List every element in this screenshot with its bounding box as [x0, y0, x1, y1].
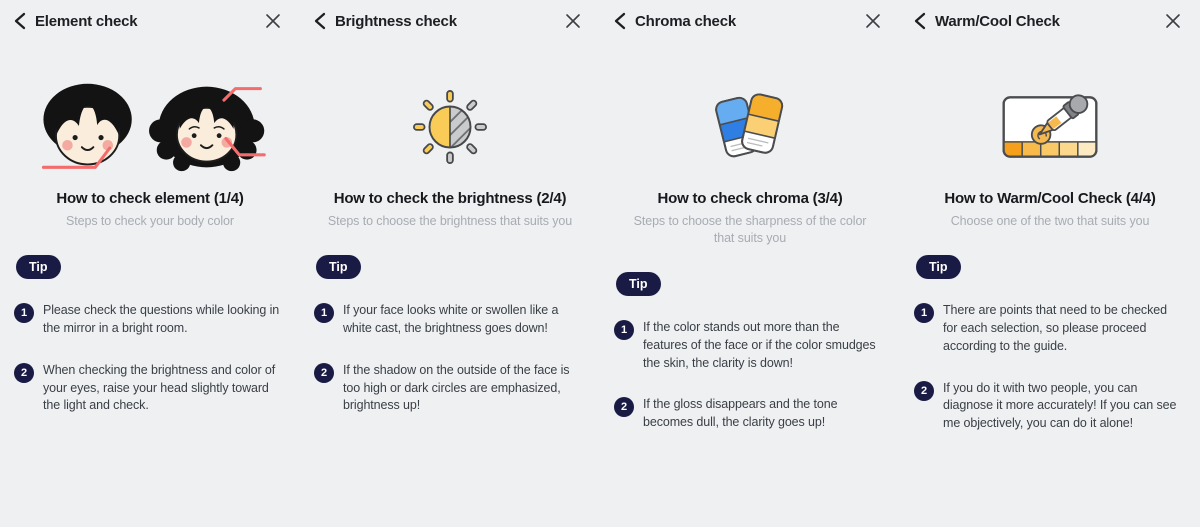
back-button[interactable]: [10, 11, 30, 31]
tip-number-badge: 2: [14, 362, 34, 383]
chevron-left-icon: [314, 12, 326, 30]
tip-item: 1 Please check the questions while looki…: [14, 302, 284, 338]
chevron-left-icon: [914, 12, 926, 30]
page-title: Element check: [35, 12, 138, 30]
header-element-check: Element check: [0, 0, 300, 34]
tip-badge: Tip: [16, 254, 61, 279]
section-title: How to check element (1/4): [56, 190, 244, 207]
panel-brightness-check: Brightness check: [300, 0, 600, 527]
tip-item: 1 If your face looks white or swollen li…: [314, 302, 584, 338]
page-title: Brightness check: [335, 12, 457, 30]
tips-list: 1 If the color stands out more than the …: [600, 319, 900, 432]
section-subtitle: Steps to check your body color: [66, 214, 234, 228]
section-subtitle: Steps to choose the brightness that suit…: [327, 214, 573, 228]
tips-list: 1 There are points that need to be check…: [900, 302, 1200, 433]
tip-text: If the shadow on the outside of the face…: [343, 362, 570, 413]
tip-text: If the gloss disappears and the tone bec…: [643, 397, 838, 430]
tip-number-badge: 2: [314, 362, 334, 383]
back-button[interactable]: [610, 11, 630, 31]
tip-badge: Tip: [616, 271, 661, 296]
tip-text: If your face looks white or swollen like…: [343, 302, 559, 335]
chevron-left-icon: [14, 12, 26, 30]
close-icon: [866, 14, 880, 28]
chevron-left-icon: [614, 12, 626, 30]
tip-text: When checking the brightness and color o…: [43, 362, 276, 413]
tip-item: 1 If the color stands out more than the …: [614, 319, 884, 373]
close-icon: [266, 14, 280, 28]
tips-list: 1 If your face looks white or swollen li…: [300, 302, 600, 415]
tip-item: 1 There are points that need to be check…: [914, 302, 1184, 356]
tips-list: 1 Please check the questions while looki…: [0, 302, 300, 415]
tip-number-badge: 1: [614, 319, 634, 340]
header-warmcool-check: Warm/Cool Check: [900, 0, 1200, 34]
tip-badge: Tip: [916, 254, 961, 279]
close-button[interactable]: [1162, 10, 1184, 32]
tip-item: 2 If the shadow on the outside of the fa…: [314, 362, 584, 416]
warmcool-dropper-icon: [900, 76, 1200, 178]
tip-text: If the color stands out more than the fe…: [643, 319, 876, 370]
back-button[interactable]: [910, 11, 930, 31]
faces-illustration: [0, 76, 300, 178]
tip-number-badge: 1: [14, 302, 34, 323]
section-title: How to check chroma (3/4): [657, 190, 843, 207]
tip-number-badge: 2: [914, 380, 934, 401]
section-subtitle: Choose one of the two that suits you: [950, 214, 1150, 228]
chroma-swatches-icon: [600, 76, 900, 178]
close-button[interactable]: [562, 10, 584, 32]
tip-badge: Tip: [316, 254, 361, 279]
section-title: How to check the brightness (2/4): [333, 190, 567, 207]
close-button[interactable]: [862, 10, 884, 32]
header-chroma-check: Chroma check: [600, 0, 900, 34]
section-title: How to Warm/Cool Check (4/4): [944, 190, 1156, 207]
close-icon: [1166, 14, 1180, 28]
page-title: Chroma check: [635, 12, 736, 30]
tip-item: 2 If the gloss disappears and the tone b…: [614, 396, 884, 432]
panel-warmcool-check: Warm/Cool Check: [900, 0, 1200, 527]
header-brightness-check: Brightness check: [300, 0, 600, 34]
tip-text: Please check the questions while looking…: [43, 302, 280, 335]
tip-text: There are points that need to be checked…: [943, 302, 1167, 353]
tip-number-badge: 2: [614, 397, 634, 418]
panel-chroma-check: Chroma check: [600, 0, 900, 527]
back-button[interactable]: [310, 11, 330, 31]
section-subtitle: Steps to choose the sharpness of the col…: [633, 214, 867, 245]
close-button[interactable]: [262, 10, 284, 32]
tip-item: 2 When checking the brightness and color…: [14, 362, 284, 416]
close-icon: [566, 14, 580, 28]
panel-element-check: Element check: [0, 0, 300, 527]
tip-text: If you do it with two people, you can di…: [943, 380, 1177, 431]
tip-item: 2 If you do it with two people, you can …: [914, 380, 1184, 434]
brightness-sun-icon: [300, 76, 600, 178]
page-title: Warm/Cool Check: [935, 12, 1060, 30]
tip-number-badge: 1: [914, 302, 934, 323]
tip-number-badge: 1: [314, 302, 334, 323]
